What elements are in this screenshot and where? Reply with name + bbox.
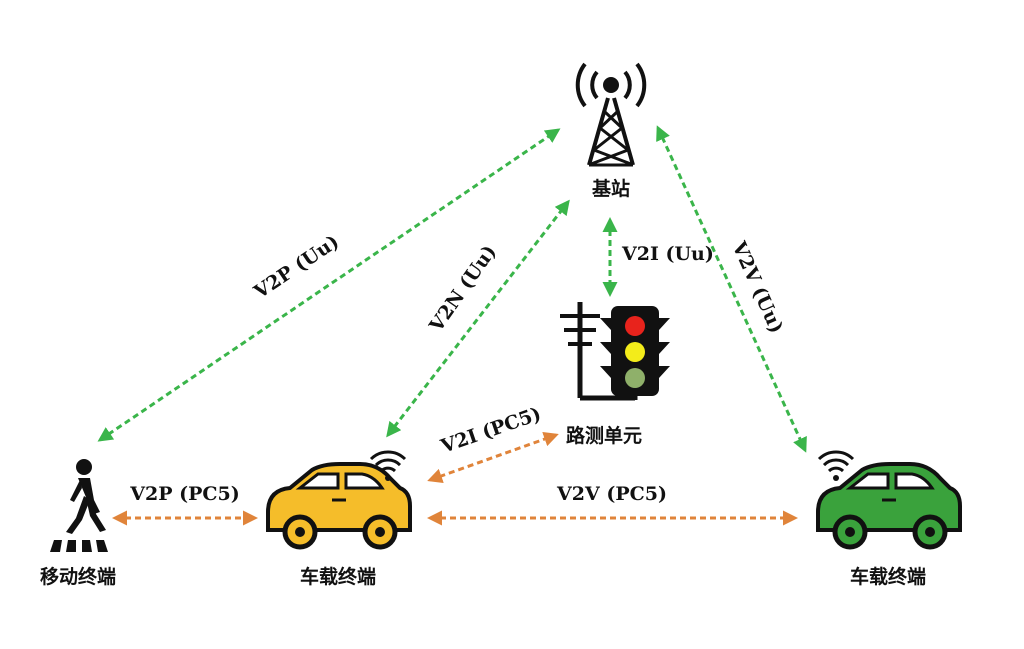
v2n-uu-label: V2N (Uu) [425,241,501,337]
v2i-pc5-label: V2I (PC5) [437,403,544,458]
vehicle-terminal-left-label: 车载终端 [300,565,376,588]
v2i-uu-label: V2I (Uu) [621,243,714,265]
base-station-label: 基站 [591,177,630,200]
v2p-pc5-label: V2P (PC5) [129,483,239,505]
wifi-signal-icon-left [369,450,407,481]
pedestrian-icon [50,459,108,552]
v2i-pc5-arrow [427,431,559,484]
car-icon-right [816,462,962,550]
v2n-uu-arrow [386,199,570,438]
v2v-pc5-label: V2V (PC5) [556,483,667,505]
v2v-uu-arrow [656,125,807,453]
traffic-light-icon [560,302,670,401]
v2v-uu-label: V2V (Uu) [727,238,787,337]
car-icon-left [266,462,412,550]
cell-tower-icon [575,62,647,167]
pc5-links [112,431,798,526]
uu-links [97,125,807,453]
mobile-terminal-label: 移动终端 [40,565,116,588]
wifi-signal-icon-right [817,450,855,481]
vehicle-terminal-right-label: 车载终端 [850,565,926,588]
v2p-uu-label: V2P (Uu) [249,231,343,304]
v2p-uu-arrow [97,128,561,442]
roadside-unit-label: 路测单元 [566,424,642,447]
